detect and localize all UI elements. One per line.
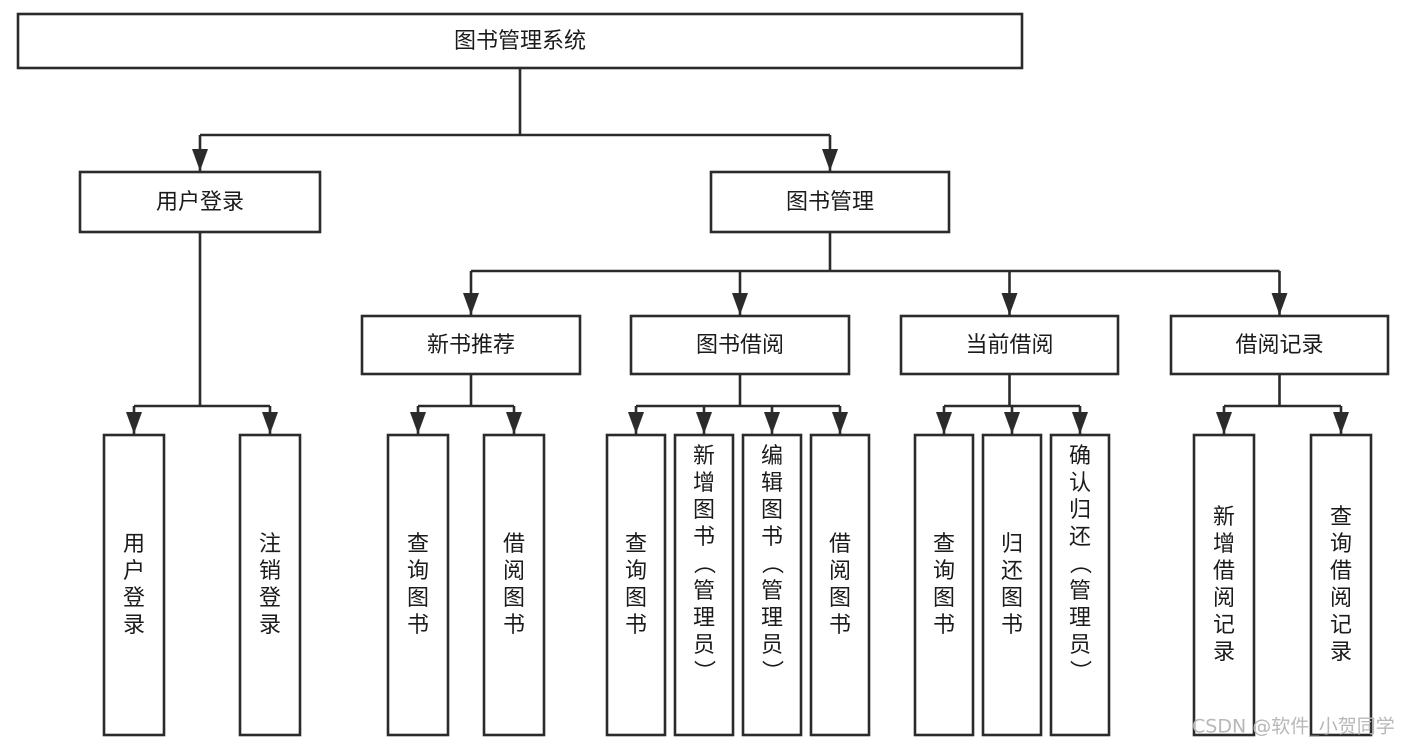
node-leaf-borrow-book-1[interactable]: 借阅图书 — [482, 433, 546, 737]
arrow-head-icon — [832, 412, 848, 434]
node-leaf-query-book-2[interactable]: 查询图书 — [605, 433, 667, 737]
node-leaf-user-logout[interactable]: 注销登录 — [238, 433, 302, 737]
arrow-head-icon — [192, 149, 208, 171]
node-label-leaf-query-book-1: 查询图书 — [407, 532, 429, 638]
node-box-leaf-user-logout[interactable] — [238, 433, 302, 737]
node-box-leaf-borrow-book-1[interactable] — [482, 433, 546, 737]
node-box-leaf-add-book[interactable] — [673, 433, 735, 737]
node-box-leaf-user-login[interactable] — [102, 433, 166, 737]
arrow-head-icon — [628, 412, 644, 434]
node-box-leaf-query-book-3[interactable] — [913, 433, 975, 737]
node-box-leaf-confirm-return[interactable] — [1049, 433, 1111, 737]
node-new-book-rec[interactable]: 新书推荐 — [360, 314, 582, 376]
node-leaf-query-book-3[interactable]: 查询图书 — [913, 433, 975, 737]
arrow-head-icon — [1072, 412, 1088, 434]
node-label-undefined: 图书管理系统 — [454, 29, 586, 54]
node-box-current-borrow[interactable] — [899, 314, 1120, 376]
node-current-borrow[interactable]: 当前借阅 — [899, 314, 1120, 376]
arrow-head-icon — [1271, 293, 1288, 315]
node-user-login[interactable]: 用户登录 — [78, 170, 322, 234]
node-label-leaf-add-record: 新增借阅记录 — [1213, 505, 1235, 665]
node-label-leaf-add-book: 新增图书（管理员） — [693, 444, 716, 685]
node-borrow-record[interactable]: 借阅记录 — [1169, 314, 1390, 376]
arrow-head-icon — [936, 412, 952, 434]
node-box-leaf-add-record[interactable] — [1192, 433, 1256, 737]
node-box-borrow-record[interactable] — [1169, 314, 1390, 376]
node-label-leaf-borrow-book-2: 借阅图书 — [829, 532, 851, 638]
arrow-head-icon — [126, 412, 142, 434]
node-leaf-user-login[interactable]: 用户登录 — [102, 433, 166, 737]
node-box-book-manage[interactable] — [709, 170, 951, 234]
arrow-head-icon — [822, 149, 838, 171]
node-leaf-query-book-1[interactable]: 查询图书 — [386, 433, 450, 737]
node-leaf-borrow-book-2[interactable]: 借阅图书 — [809, 433, 871, 737]
node-label-leaf-query-record: 查询借阅记录 — [1330, 505, 1352, 665]
node-label-leaf-user-login: 用户登录 — [123, 532, 145, 638]
arrow-head-icon — [463, 293, 479, 315]
node-book-manage[interactable]: 图书管理 — [709, 170, 951, 234]
node-label-leaf-user-logout: 注销登录 — [259, 532, 281, 638]
node-undefined[interactable]: 图书管理系统 — [16, 12, 1024, 70]
arrow-head-icon — [764, 412, 780, 434]
arrow-head-icon — [732, 293, 748, 315]
node-box-leaf-return-book[interactable] — [981, 433, 1043, 737]
node-leaf-edit-book[interactable]: 编辑图书（管理员） — [741, 433, 803, 737]
node-box-leaf-query-book-2[interactable] — [605, 433, 667, 737]
arrow-head-icon — [1216, 412, 1232, 434]
node-label-leaf-query-book-2: 查询图书 — [625, 532, 647, 638]
arrow-head-icon — [262, 412, 278, 434]
connector-layer — [126, 68, 1349, 434]
arrow-head-icon — [696, 412, 712, 434]
node-label-new-book-rec: 新书推荐 — [427, 333, 515, 358]
arrow-head-icon — [410, 412, 426, 434]
node-box-leaf-borrow-book-2[interactable] — [809, 433, 871, 737]
node-box-undefined[interactable] — [16, 12, 1024, 70]
node-leaf-confirm-return[interactable]: 确认归还（管理员） — [1049, 433, 1111, 737]
node-layer: 图书管理系统用户登录图书管理新书推荐图书借阅当前借阅借阅记录用户登录注销登录查询… — [16, 12, 1390, 737]
node-label-user-login: 用户登录 — [156, 190, 244, 215]
node-label-leaf-return-book: 归还图书 — [1001, 532, 1023, 638]
node-box-user-login[interactable] — [78, 170, 322, 234]
node-label-leaf-borrow-book-1: 借阅图书 — [503, 532, 525, 638]
node-box-leaf-edit-book[interactable] — [741, 433, 803, 737]
node-label-book-manage: 图书管理 — [786, 190, 874, 215]
node-leaf-add-record[interactable]: 新增借阅记录 — [1192, 433, 1256, 737]
node-box-leaf-query-record[interactable] — [1309, 433, 1373, 737]
node-leaf-add-book[interactable]: 新增图书（管理员） — [673, 433, 735, 737]
node-leaf-return-book[interactable]: 归还图书 — [981, 433, 1043, 737]
node-label-leaf-edit-book: 编辑图书（管理员） — [761, 444, 784, 685]
node-label-book-borrow: 图书借阅 — [696, 333, 784, 358]
arrow-head-icon — [1333, 412, 1349, 434]
node-label-leaf-confirm-return: 确认归还（管理员） — [1069, 444, 1092, 685]
node-book-borrow[interactable]: 图书借阅 — [629, 314, 851, 376]
node-leaf-query-record[interactable]: 查询借阅记录 — [1309, 433, 1373, 737]
node-box-leaf-query-book-1[interactable] — [386, 433, 450, 737]
arrow-head-icon — [1004, 412, 1020, 434]
node-label-borrow-record: 借阅记录 — [1235, 333, 1323, 358]
node-label-current-borrow: 当前借阅 — [965, 333, 1053, 358]
node-box-book-borrow[interactable] — [629, 314, 851, 376]
csdn-watermark: CSDN @软件_小贺同学 — [1192, 716, 1395, 738]
arrow-head-icon — [506, 412, 522, 434]
node-label-leaf-query-book-3: 查询图书 — [933, 532, 955, 638]
node-box-new-book-rec[interactable] — [360, 314, 582, 376]
arrow-head-icon — [1001, 293, 1018, 315]
